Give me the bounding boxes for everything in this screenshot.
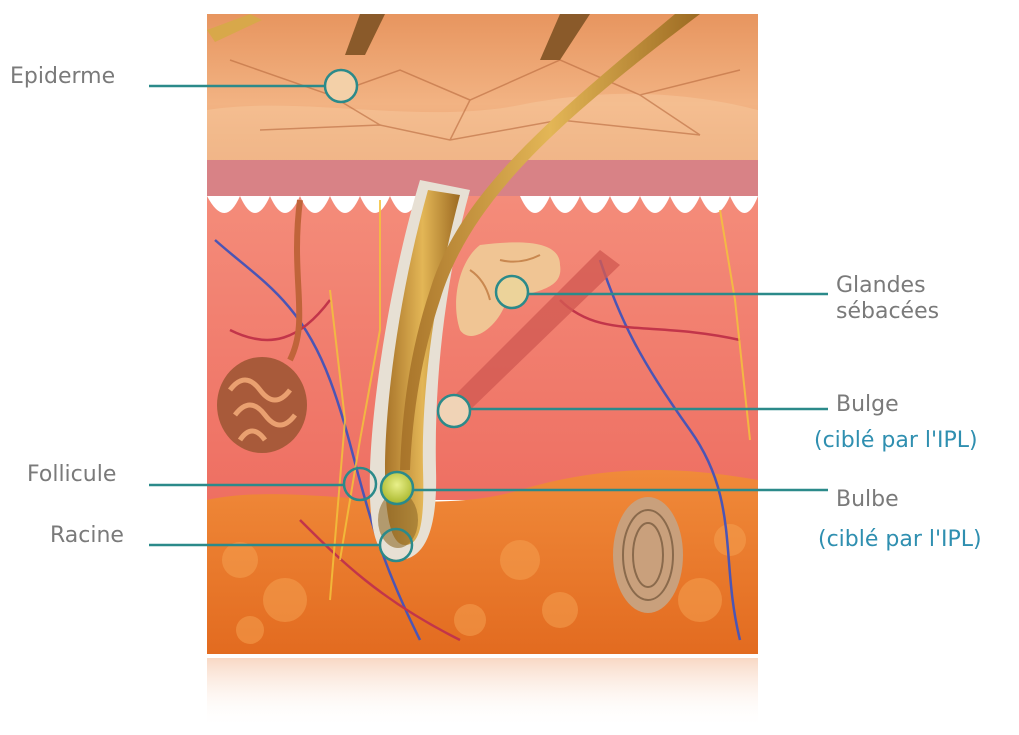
dermis-layer	[207, 196, 758, 500]
illustration-reflection	[207, 658, 758, 728]
basal-layer	[207, 160, 758, 196]
label-bulbe: Bulbe	[836, 487, 899, 513]
label-glandes-line2: sébacées	[836, 299, 939, 324]
label-glandes-line1: Glandes	[836, 273, 926, 298]
skin-cross-section	[207, 14, 758, 660]
label-follicule: Follicule	[27, 462, 116, 488]
label-bulge: Bulge	[836, 392, 899, 418]
label-bulge-title: Bulge	[836, 392, 899, 417]
label-epiderme: Epiderme	[10, 64, 115, 90]
label-glandes-sebacees: Glandes sébacées	[836, 273, 939, 325]
label-bulbe-note: (ciblé par l'IPL)	[818, 527, 982, 553]
pacinian-corpuscle	[613, 497, 683, 613]
label-racine: Racine	[50, 523, 124, 549]
label-bulge-note: (ciblé par l'IPL)	[814, 428, 978, 454]
